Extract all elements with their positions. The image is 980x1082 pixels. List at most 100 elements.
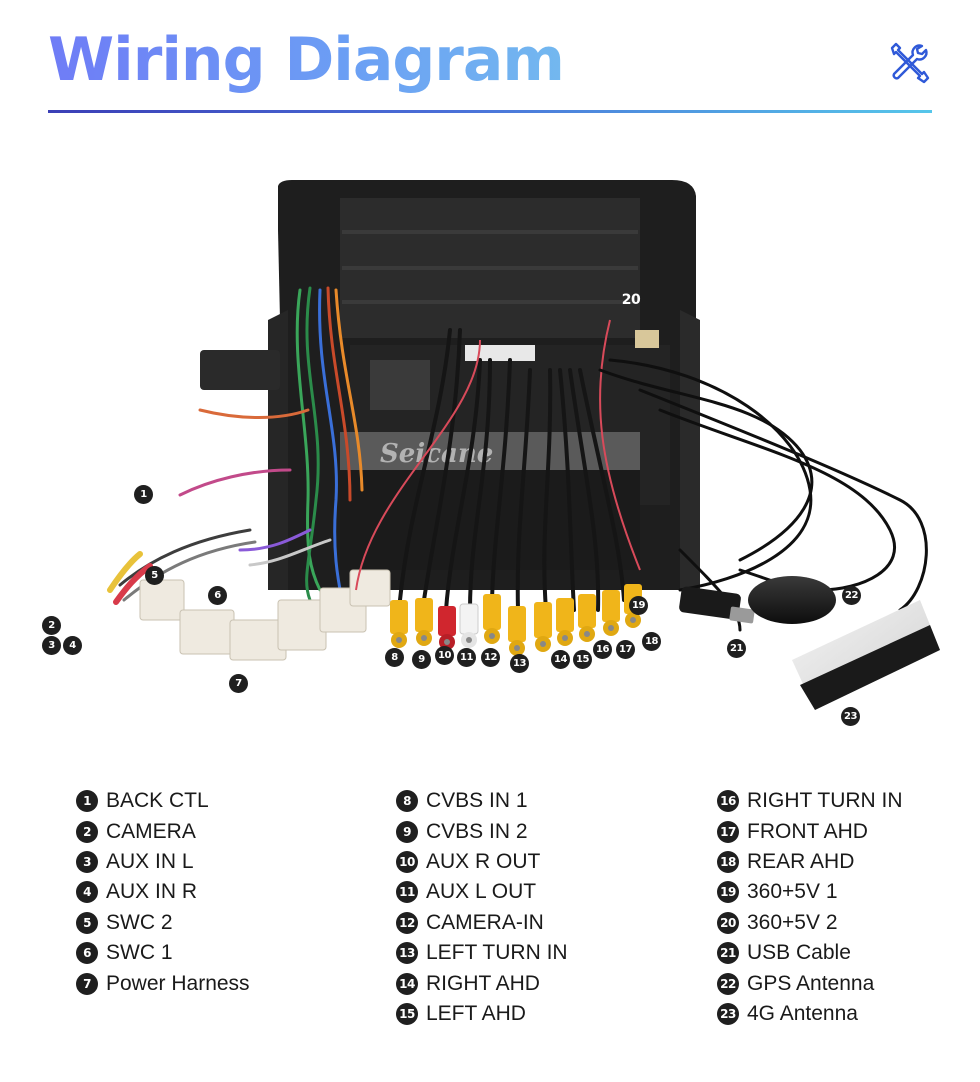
callout-10: 10	[435, 646, 454, 665]
callout-12: 12	[481, 648, 500, 667]
header-divider	[48, 110, 932, 113]
legend-number: 20	[717, 911, 739, 934]
legend-item: 18 REAR AHD	[717, 847, 903, 877]
legend-item: 15 LEFT AHD	[396, 999, 568, 1029]
head-unit-photo: Seicane	[107, 180, 940, 710]
callout-3: 3	[42, 636, 61, 655]
4g-antenna	[792, 600, 940, 710]
callout-14: 14	[551, 650, 570, 669]
legend-item: 11 AUX L OUT	[396, 877, 568, 907]
callout-9: 9	[412, 650, 431, 669]
legend-label: SWC 1	[106, 941, 173, 965]
legend-label: LEFT AHD	[426, 1001, 526, 1025]
legend-number: 4	[76, 881, 98, 904]
callout-21: 21	[727, 639, 746, 658]
legend-item: 13 LEFT TURN IN	[396, 938, 568, 968]
legend-item: 20 360+5V 2	[717, 908, 903, 938]
callout-23: 23	[841, 707, 860, 726]
legend-label: 360+5V 1	[747, 880, 838, 904]
legend-number: 14	[396, 972, 418, 995]
legend-label: RIGHT TURN IN	[747, 789, 903, 813]
legend-number: 10	[396, 850, 418, 873]
head-unit-body: Seicane	[200, 180, 700, 590]
legend-number: 9	[396, 820, 418, 843]
gps-antenna	[748, 576, 836, 624]
legend-label: CAMERA-IN	[426, 910, 544, 934]
legend-label: GPS Antenna	[747, 971, 875, 995]
page-title: Wiring Diagram	[48, 22, 565, 98]
legend-number: 3	[76, 850, 98, 873]
callout-1: 1	[134, 485, 153, 504]
power-harness-connectors	[139, 569, 391, 661]
callout-13: 13	[510, 654, 529, 673]
legend-number: 17	[717, 820, 739, 843]
callout-15: 15	[573, 650, 592, 669]
legend-number: 22	[717, 972, 739, 995]
callout-11: 11	[457, 648, 476, 667]
legend-label: 4G Antenna	[747, 1001, 858, 1025]
rca-cables	[398, 328, 626, 612]
legend-number: 13	[396, 942, 418, 965]
legend-item: 22 GPS Antenna	[717, 968, 903, 998]
legend-label: 360+5V 2	[747, 910, 838, 934]
legend-number: 7	[76, 972, 98, 995]
legend-item: 1 BACK CTL	[76, 786, 250, 816]
legend-item: 5 SWC 2	[76, 908, 250, 938]
legend-number: 12	[396, 911, 418, 934]
legend-number: 18	[717, 850, 739, 873]
legend-number: 6	[76, 942, 98, 965]
callout-16: 16	[593, 640, 612, 659]
callout-4: 4	[63, 636, 82, 655]
legend-label: SWC 2	[106, 910, 173, 934]
legend-label: CVBS IN 1	[426, 789, 528, 813]
legend-item: 14 RIGHT AHD	[396, 968, 568, 998]
header: Wiring Diagram	[48, 22, 932, 118]
legend-label: REAR AHD	[747, 849, 855, 873]
legend-label: BACK CTL	[106, 789, 209, 813]
legend-number: 23	[717, 1002, 739, 1025]
legend-item: 9 CVBS IN 2	[396, 816, 568, 846]
legend-label: CVBS IN 2	[426, 819, 528, 843]
legend-number: 2	[76, 820, 98, 843]
legend-label: AUX IN R	[106, 880, 198, 904]
legend-label: LEFT TURN IN	[426, 941, 568, 965]
callout-6: 6	[208, 586, 227, 605]
legend-label: USB Cable	[747, 941, 851, 965]
legend-item: 16 RIGHT TURN IN	[717, 786, 903, 816]
harness-wires	[107, 286, 364, 605]
legend-item: 23 4G Antenna	[717, 999, 903, 1029]
legend-label: CAMERA	[106, 819, 196, 843]
watermark: Seicane	[380, 439, 493, 469]
legend-number: 11	[396, 881, 418, 904]
legend-number: 1	[76, 790, 98, 813]
callout-5: 5	[145, 566, 164, 585]
legend-item: 2 CAMERA	[76, 816, 250, 846]
legend-item: 19 360+5V 1	[717, 877, 903, 907]
callout-19: 19	[629, 596, 648, 615]
legend-label: RIGHT AHD	[426, 971, 540, 995]
legend-number: 16	[717, 790, 739, 813]
callout-8: 8	[385, 648, 404, 667]
legend-item: 7 Power Harness	[76, 968, 250, 998]
legend-item: 6 SWC 1	[76, 938, 250, 968]
legend-number: 19	[717, 881, 739, 904]
legend-label: AUX L OUT	[426, 880, 537, 904]
callout-18: 18	[642, 632, 661, 651]
callout-17: 17	[616, 640, 635, 659]
usb-cable	[679, 586, 755, 624]
legend-number: 15	[396, 1002, 418, 1025]
legend-label: Power Harness	[106, 971, 250, 995]
callout-20: 20	[621, 291, 641, 308]
legend-item: 4 AUX IN R	[76, 877, 250, 907]
legend-number: 5	[76, 911, 98, 934]
legend-item: 12 CAMERA-IN	[396, 908, 568, 938]
